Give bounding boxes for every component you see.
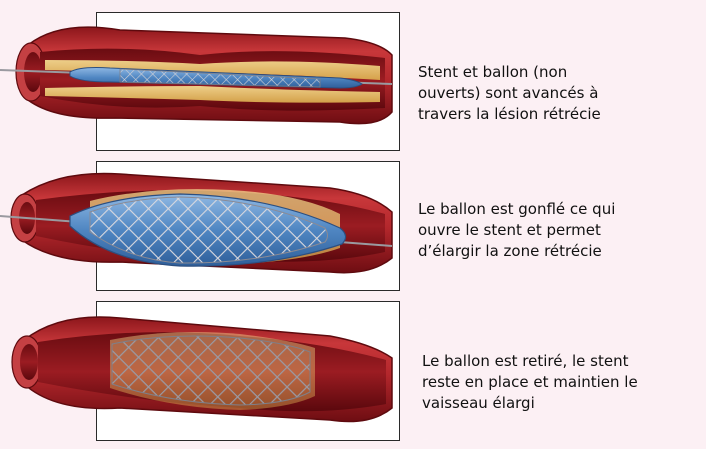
caption-line: Le ballon est gonflé ce qui [418, 199, 703, 220]
caption-line: ouverts) sont avancés à [418, 83, 703, 104]
step-2-caption: Le ballon est gonflé ce qui ouvre le ste… [418, 199, 703, 262]
caption-line: d’élargir la zone rétrécie [418, 241, 703, 262]
caption-line: Le ballon est retiré, le stent [422, 351, 706, 372]
caption-line: ouvre le stent et permet [418, 220, 703, 241]
step-3-caption: Le ballon est retiré, le stent reste en … [422, 351, 706, 414]
step-1-vessel [0, 27, 392, 123]
step-3-vessel [12, 317, 392, 422]
caption-line: Stent et ballon (non [418, 62, 703, 83]
caption-line: reste en place et maintien le [422, 372, 706, 393]
step-2-vessel [0, 173, 392, 272]
step-1-caption: Stent et ballon (non ouverts) sont avanc… [418, 62, 703, 125]
caption-line: vaisseau élargi [422, 393, 706, 414]
caption-line: travers la lésion rétrécie [418, 104, 703, 125]
